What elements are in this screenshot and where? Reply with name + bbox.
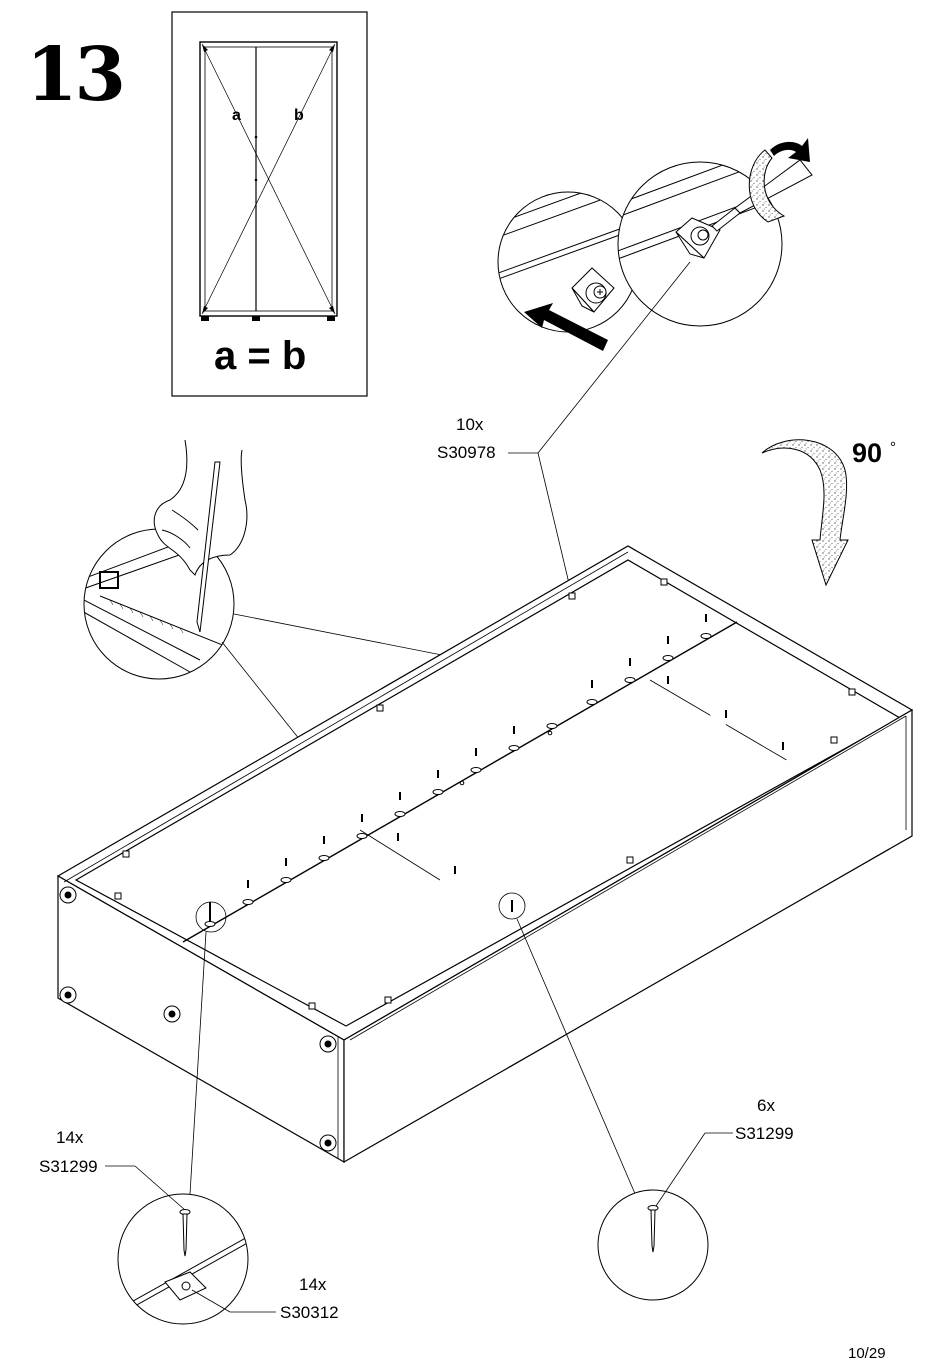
nail-icon xyxy=(179,1209,191,1257)
nail-icon xyxy=(647,1205,659,1253)
diagonal-label-a: a xyxy=(232,107,241,124)
highlight-circles xyxy=(189,892,637,1197)
nails-right-qty: 6x xyxy=(757,1096,775,1115)
rim-brackets xyxy=(114,578,856,1010)
rotation-unit: ° xyxy=(890,439,896,456)
pencil-hand-icon xyxy=(153,439,248,633)
rotate-arrow-icon xyxy=(770,138,810,162)
plate-icon xyxy=(164,1271,207,1301)
diagonal-equation: a = b xyxy=(214,334,307,378)
plates-code: S30312 xyxy=(280,1303,339,1322)
cross-nail-marks xyxy=(209,676,784,922)
rotate-90-arrow-icon xyxy=(761,439,849,587)
step-number: 13 xyxy=(26,32,126,118)
nails-left-qty: 14x xyxy=(56,1128,84,1147)
bracket-leader-lines xyxy=(508,261,691,597)
diagonal-label-b: b xyxy=(294,107,304,124)
right-nail-leaders xyxy=(655,1132,733,1207)
nails-left-code: S31299 xyxy=(39,1157,98,1176)
nail-detail-right xyxy=(597,1189,709,1301)
left-nail-leaders xyxy=(105,1165,276,1313)
nail-plate-detail xyxy=(117,1193,249,1325)
end-panel-holes xyxy=(59,886,337,1152)
plates-qty: 14x xyxy=(299,1275,327,1294)
nails-right-code: S31299 xyxy=(735,1124,794,1143)
diagonal-check-panel xyxy=(171,11,368,397)
push-arrow-icon xyxy=(524,303,608,351)
bracket-detail-right xyxy=(617,138,813,327)
rotation-value: 90 xyxy=(852,438,883,468)
page-number: 10/29 xyxy=(848,1345,886,1362)
partition-nails xyxy=(204,614,712,927)
bracket-code: S30978 xyxy=(437,443,496,462)
bracket-qty: 10x xyxy=(456,415,484,434)
